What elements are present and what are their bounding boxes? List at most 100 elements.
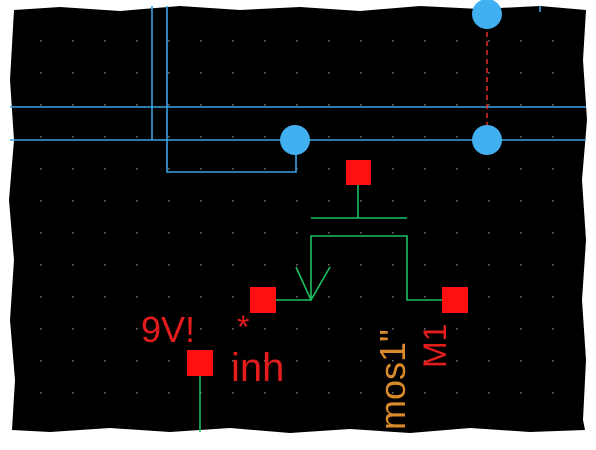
grid-dot [392, 72, 394, 74]
grid-dot [72, 136, 74, 138]
grid-dot [296, 296, 298, 298]
grid-dot [104, 104, 106, 106]
grid-dot [264, 264, 266, 266]
grid-dot [360, 232, 362, 234]
grid-dot [136, 296, 138, 298]
grid-dot [264, 200, 266, 202]
grid-dot [520, 360, 522, 362]
grid-dot [520, 72, 522, 74]
grid-dot [296, 360, 298, 362]
pin-square-icon[interactable] [442, 287, 468, 313]
grid-dot [392, 264, 394, 266]
grid-dot [552, 264, 554, 266]
asterisk-label: * [237, 309, 249, 345]
grid-dot [264, 40, 266, 42]
junction-dot-icon[interactable] [472, 0, 502, 29]
grid-dot [328, 104, 330, 106]
junction-dot-icon[interactable] [280, 125, 310, 155]
grid-dot [200, 72, 202, 74]
grid-dot [424, 104, 426, 106]
grid-dot [296, 328, 298, 330]
grid-dot [456, 328, 458, 330]
grid-dot [136, 392, 138, 394]
grid-dot [456, 168, 458, 170]
grid-dot [360, 104, 362, 106]
grid-dot [72, 72, 74, 74]
grid-dot [360, 200, 362, 202]
grid-dot [72, 360, 74, 362]
grid-dot [168, 392, 170, 394]
grid-dot [488, 40, 490, 42]
grid-dot [168, 40, 170, 42]
grid-dot [520, 136, 522, 138]
grid-dot [488, 168, 490, 170]
grid-dot [392, 232, 394, 234]
grid-dot [488, 232, 490, 234]
wire-loop[interactable] [166, 6, 297, 173]
grid-dot [424, 168, 426, 170]
grid-dot [264, 72, 266, 74]
grid-dot [104, 328, 106, 330]
grid-dot [104, 40, 106, 42]
pin-square-icon[interactable] [346, 160, 371, 185]
device-model-label[interactable]: mos1" [372, 329, 413, 430]
pin-square-icon[interactable] [187, 350, 213, 376]
grid-dot [488, 72, 490, 74]
grid-dot [456, 360, 458, 362]
pin-square-icon[interactable] [250, 287, 276, 313]
grid-dot [360, 360, 362, 362]
device-ref-label[interactable]: M1 [417, 324, 453, 368]
grid-dot [232, 104, 234, 106]
grid-dot [328, 232, 330, 234]
grid-dot [264, 104, 266, 106]
grid-dot [104, 72, 106, 74]
grid-dot [136, 104, 138, 106]
grid-dot [520, 264, 522, 266]
grid-dot [200, 264, 202, 266]
canvas-background [9, 6, 587, 433]
grid-dot [200, 296, 202, 298]
grid-dot [488, 296, 490, 298]
grid-dot [456, 264, 458, 266]
grid-dot [104, 264, 106, 266]
grid-dot [168, 72, 170, 74]
grid-dot [552, 360, 554, 362]
grid-dot [40, 104, 42, 106]
grid-dot [40, 72, 42, 74]
grid-dot [232, 72, 234, 74]
grid-dot [520, 392, 522, 394]
grid-dot [136, 328, 138, 330]
grid-dot [552, 328, 554, 330]
grid-dot [136, 136, 138, 138]
grid-dot [264, 392, 266, 394]
grid-dot [328, 136, 330, 138]
grid-dot [40, 232, 42, 234]
junction-group [280, 0, 502, 155]
junction-dot-icon[interactable] [472, 125, 502, 155]
grid-dot [456, 72, 458, 74]
grid-dot [392, 328, 394, 330]
grid-dot [168, 328, 170, 330]
grid-dot [72, 392, 74, 394]
grid-dot [392, 392, 394, 394]
grid-dot [168, 296, 170, 298]
voltage-label[interactable]: 9V! [141, 309, 195, 350]
grid-dot [552, 200, 554, 202]
grid-dot [104, 296, 106, 298]
grid-dot [40, 392, 42, 394]
grid-dot [424, 136, 426, 138]
grid-dot [392, 200, 394, 202]
grid-dot [264, 136, 266, 138]
grid-dot [168, 136, 170, 138]
grid-dot [392, 360, 394, 362]
grid-dot [136, 264, 138, 266]
grid-dot [264, 232, 266, 234]
grid-dot [200, 232, 202, 234]
grid-dot [488, 328, 490, 330]
grid-dot [552, 40, 554, 42]
grid-dot [520, 328, 522, 330]
pin-name-label[interactable]: inh [231, 346, 284, 390]
grid-dot [392, 136, 394, 138]
